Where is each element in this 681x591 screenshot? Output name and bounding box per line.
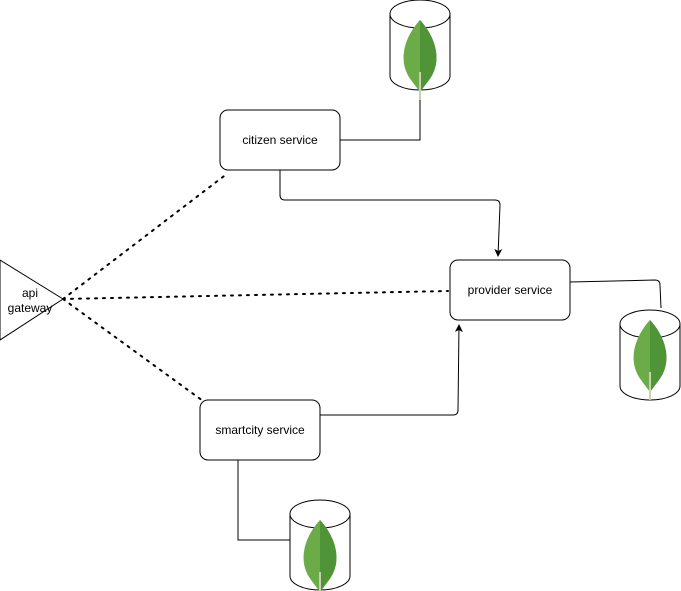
api-gateway-node[interactable]: api gateway bbox=[0, 259, 64, 341]
citizen-service-node[interactable]: citizen service bbox=[219, 109, 341, 171]
provider-database[interactable] bbox=[619, 309, 681, 401]
provider-service-label: provider service bbox=[468, 283, 553, 297]
smartcity-to-provider-arrow bbox=[320, 324, 463, 416]
citizen-database[interactable] bbox=[389, 0, 451, 101]
smartcity-service-node[interactable]: smartcity service bbox=[199, 399, 321, 461]
gateway-to-citizen-link bbox=[62, 172, 229, 300]
citizen-to-db-connector bbox=[340, 88, 421, 141]
gateway-to-smartcity-link bbox=[62, 298, 204, 402]
api-gateway-label-line1: api bbox=[22, 286, 38, 300]
citizen-service-label: citizen service bbox=[242, 133, 318, 147]
api-gateway-label-line2: gateway bbox=[8, 301, 53, 315]
smartcity-to-db-connector bbox=[237, 460, 290, 541]
provider-to-db-connector bbox=[569, 279, 662, 309]
gateway-to-provider-link bbox=[62, 290, 449, 300]
provider-service-node[interactable]: provider service bbox=[449, 259, 571, 321]
smartcity-database[interactable] bbox=[289, 499, 351, 591]
smartcity-service-label: smartcity service bbox=[215, 423, 305, 437]
citizen-to-provider-arrow bbox=[279, 170, 503, 257]
